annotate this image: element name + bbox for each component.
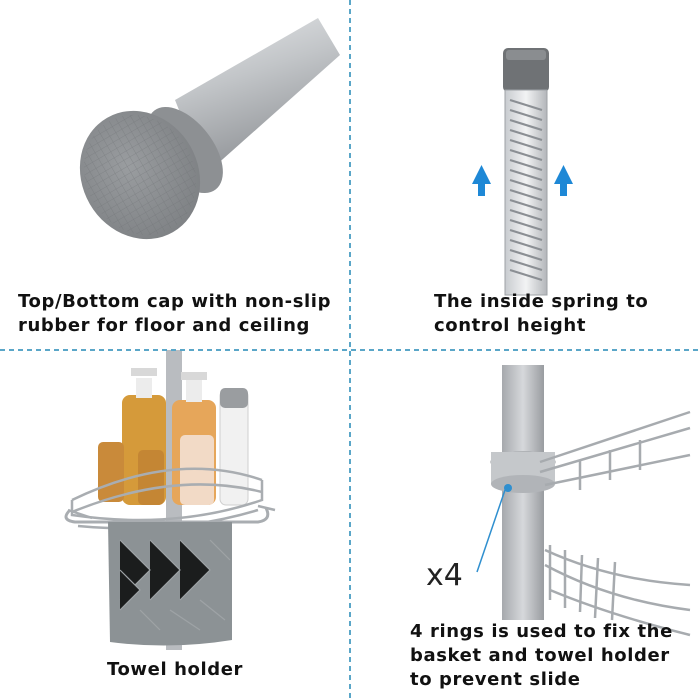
caption-towel-holder: Towel holder [106,659,244,680]
caption-rubber-cap: Top/Bottom cap with non-slip rubber for … [18,291,332,336]
arrow-up-icon-right [554,165,573,196]
caption-rings: 4 rings is used to fix the basket and to… [410,621,673,690]
ring-count-label: x4 [426,558,463,593]
panel-rings: x4 4 rings is used to fix the basket and… [350,350,700,700]
panel-rubber-cap: Top/Bottom cap with non-slip rubber for … [0,0,350,350]
rubber-cap-illustration [79,18,340,240]
ring-clamp-illustration [476,365,691,637]
spring-pole-illustration [472,48,573,296]
panel-towel-holder: Towel holder [0,350,350,700]
arrow-up-icon-left [472,165,491,196]
towel-basket-illustration [64,350,276,650]
panel-spring: The inside spring to control height [350,0,700,350]
horizontal-divider [0,349,700,351]
caption-spring: The inside spring to control height [434,291,649,336]
